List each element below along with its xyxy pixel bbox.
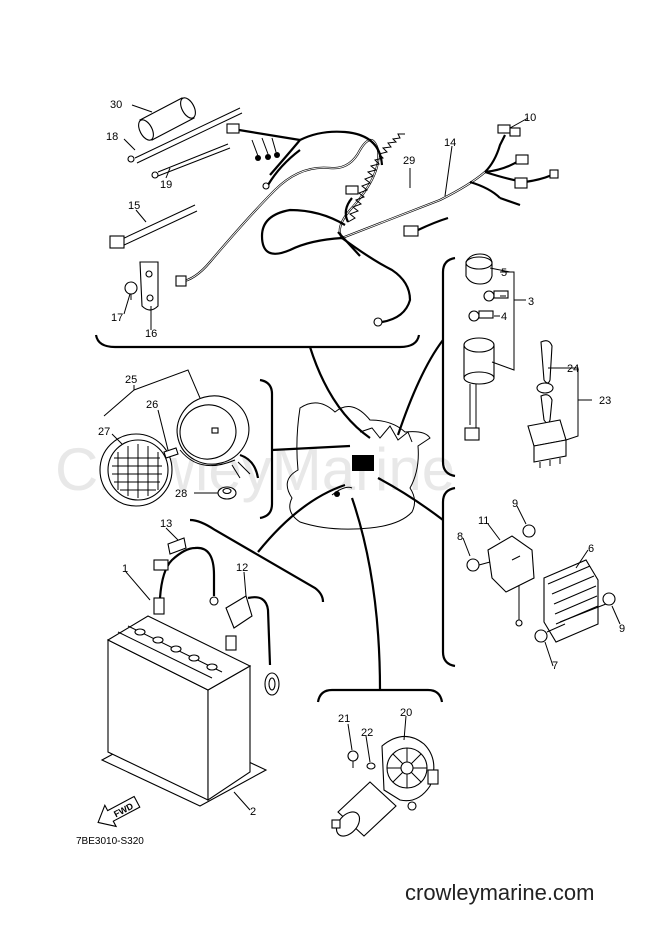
rectifier-group — [466, 524, 616, 643]
callout-19: 19 — [160, 179, 172, 191]
callout-25: 25 — [125, 374, 137, 386]
bracket-motor — [316, 688, 444, 703]
site-url[interactable]: crowleymarine.com — [405, 880, 595, 905]
callout-11: 11 — [478, 515, 489, 527]
leader-lamp — [271, 444, 351, 452]
callout-12: 12 — [236, 562, 248, 574]
callout-18: 18 — [106, 131, 118, 143]
callout-20: 20 — [400, 707, 412, 719]
callout-3: 3 — [528, 296, 534, 308]
callout-8: 8 — [457, 531, 463, 543]
leader-motor — [350, 497, 382, 691]
leader-battery — [257, 483, 346, 553]
callout-leaders — [103, 104, 621, 811]
callout-9-bottom: 9 — [619, 623, 625, 635]
lamp-group — [99, 395, 260, 507]
callout-numbers: 1 2 3 4 5 6 7 8 9 9 10 11 12 13 14 15 16… — [98, 99, 625, 818]
callout-2: 2 — [250, 806, 256, 818]
callout-24: 24 — [567, 363, 579, 375]
drawing-code: 7BE3010-S320 — [76, 836, 144, 847]
callout-7: 7 — [552, 660, 558, 672]
callout-15: 15 — [128, 200, 140, 212]
bracket-harness — [94, 334, 421, 349]
callout-23: 23 — [599, 395, 611, 407]
callout-26: 26 — [146, 399, 158, 411]
callout-6: 6 — [588, 543, 594, 555]
callout-9-top: 9 — [512, 498, 518, 510]
bracket-switches — [441, 256, 456, 478]
motor-group — [331, 735, 439, 837]
callout-28: 28 — [175, 488, 187, 500]
callout-4: 4 — [501, 311, 507, 323]
leader-rectifier — [377, 477, 444, 521]
callout-10: 10 — [524, 112, 536, 124]
callout-17: 17 — [111, 312, 123, 324]
callout-14: 14 — [444, 137, 456, 149]
bracket-battery — [189, 518, 325, 603]
switches-group — [463, 253, 567, 468]
vehicle-outline — [286, 402, 431, 530]
callout-16: 16 — [145, 328, 157, 340]
leader-harness — [308, 346, 371, 439]
callout-5: 5 — [501, 267, 507, 279]
callout-29: 29 — [403, 155, 415, 167]
callout-30: 30 — [110, 99, 122, 111]
bracket-rectifier — [441, 486, 456, 668]
callout-13: 13 — [160, 518, 172, 530]
wire-harness-group — [109, 97, 559, 327]
battery-group — [100, 537, 280, 807]
callout-1: 1 — [122, 563, 128, 575]
leader-switches — [396, 339, 444, 436]
callout-21: 21 — [338, 713, 350, 725]
fwd-arrow: FWD — [97, 795, 141, 828]
callout-27: 27 — [98, 426, 110, 438]
callout-22: 22 — [361, 727, 373, 739]
